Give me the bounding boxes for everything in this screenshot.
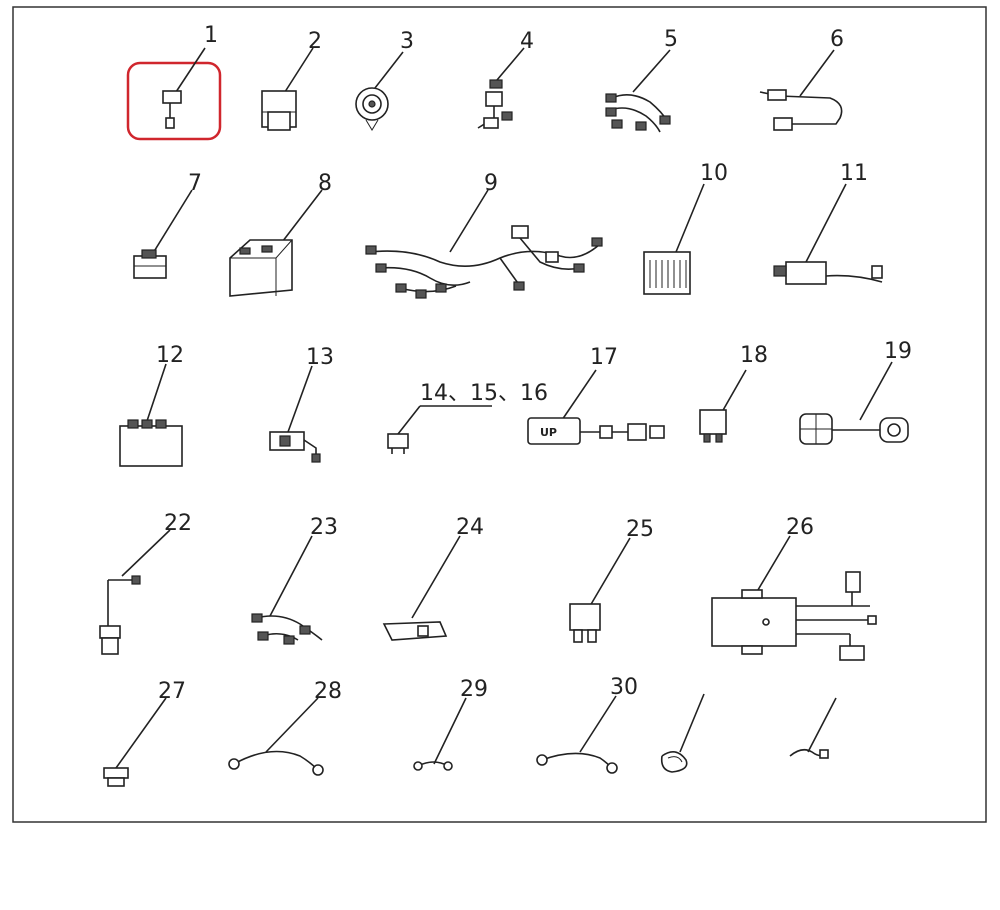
part-21[interactable]: 23 — [251, 515, 338, 645]
part-13[interactable]: 13 — [269, 345, 334, 463]
part-12[interactable]: 12 — [119, 343, 184, 467]
part-30[interactable] — [789, 697, 837, 759]
part-label-19: 19 — [884, 339, 912, 364]
part-label-4: 4 — [520, 29, 534, 54]
part-label-28: 30 — [610, 675, 638, 700]
part-3[interactable]: 3 — [355, 29, 414, 131]
part-label-3: 3 — [400, 29, 414, 54]
part-label-23: 25 — [626, 517, 654, 542]
part-label-9: 9 — [484, 171, 498, 196]
part-label-22: 24 — [456, 515, 484, 540]
part-7[interactable]: 7 — [133, 171, 202, 279]
part-27[interactable]: 29 — [413, 677, 488, 771]
part-label-17: 17 — [590, 345, 618, 370]
part-14-15-16[interactable]: 14、15、16 — [387, 381, 548, 454]
part-label-20: 22 — [164, 511, 192, 536]
part-10[interactable]: 10 — [643, 161, 728, 295]
highlight-box — [126, 61, 222, 141]
part-label-7: 7 — [188, 171, 202, 196]
part-6[interactable]: 6 — [759, 27, 844, 131]
part-24[interactable]: 26 — [711, 515, 877, 661]
part-28[interactable]: 30 — [536, 675, 638, 774]
part-label-26: 28 — [314, 679, 342, 704]
part-22[interactable]: 24 — [382, 515, 484, 641]
part-4[interactable]: 4 — [477, 29, 534, 129]
part-label-8: 8 — [318, 171, 332, 196]
part-label-14-15-16: 14、15、16 — [420, 381, 548, 406]
part-2[interactable]: 2 — [261, 29, 322, 131]
part-label-11: 11 — [840, 161, 868, 186]
part-label-13: 13 — [306, 345, 334, 370]
part-5[interactable]: 5 — [605, 27, 678, 133]
part-label-21: 23 — [310, 515, 338, 540]
part-label-24: 26 — [786, 515, 814, 540]
part-label-27: 29 — [460, 677, 488, 702]
part-8[interactable]: 8 — [229, 171, 332, 297]
part-label-25: 27 — [158, 679, 186, 704]
part-label-18: 18 — [740, 343, 768, 368]
part-19[interactable]: 19 — [799, 339, 912, 445]
part-29[interactable] — [660, 693, 705, 773]
part-1[interactable]: 1 — [126, 23, 222, 141]
part-label-12: 12 — [156, 343, 184, 368]
diagram-frame — [12, 6, 987, 823]
part-23[interactable]: 25 — [569, 517, 654, 643]
part-label-1: 1 — [204, 23, 218, 48]
part-11[interactable]: 11 — [773, 161, 883, 285]
part-9[interactable]: 9 — [365, 171, 603, 299]
part-label-5: 5 — [664, 27, 678, 52]
part-26[interactable]: 28 — [228, 679, 342, 776]
part-25[interactable]: 27 — [103, 679, 186, 787]
part-label-6: 6 — [830, 27, 844, 52]
part-17-marking: UP — [540, 426, 557, 439]
part-label-10: 10 — [700, 161, 728, 186]
part-20[interactable]: 22 — [99, 511, 192, 655]
part-18[interactable]: 18 — [699, 343, 768, 443]
part-label-2: 2 — [308, 29, 322, 54]
part-17[interactable]: UP 17 — [527, 345, 665, 445]
